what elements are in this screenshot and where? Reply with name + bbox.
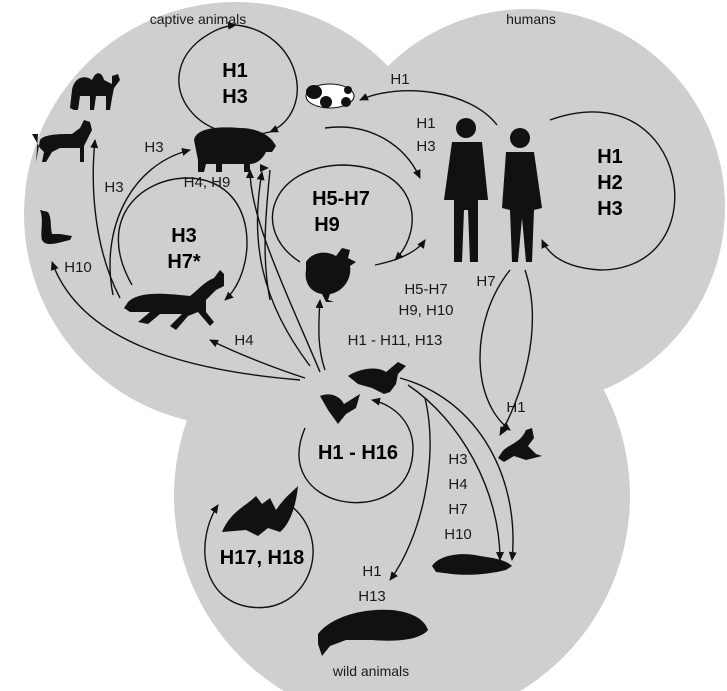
whale-icon bbox=[318, 609, 428, 656]
edge-label-whale-1: H1 bbox=[362, 563, 381, 580]
edge-label-seal-1: H3 bbox=[448, 451, 467, 468]
loop-human-line2: H2 bbox=[597, 172, 623, 194]
region-label-wild: wild animals bbox=[332, 663, 409, 679]
arrow-pig-to-humans bbox=[324, 126, 421, 179]
camel-icon bbox=[70, 73, 120, 110]
ferret-icon bbox=[40, 210, 72, 245]
edge-label-pig-humans-2: H3 bbox=[416, 138, 435, 155]
edge-label-pig-horse: H4, H9 bbox=[184, 174, 231, 191]
arrow-birds-to-pig-2 bbox=[256, 171, 311, 367]
edge-label-ferret: H10 bbox=[64, 259, 92, 276]
seal-icon bbox=[432, 554, 512, 575]
loop-pig-line2: H3 bbox=[222, 86, 248, 108]
loop-bird bbox=[298, 397, 414, 504]
duck-icon bbox=[348, 362, 406, 394]
arrow-to-ferret bbox=[50, 261, 301, 381]
arrow-chicken-to-humans bbox=[374, 239, 426, 266]
loop-bat-label: H17, H18 bbox=[220, 547, 305, 569]
arrow-to-sealion bbox=[499, 269, 533, 436]
edge-label-humans-sealion: H7 bbox=[476, 273, 495, 290]
edge-label-seal-4: H10 bbox=[444, 526, 472, 543]
venn-circles bbox=[24, 2, 725, 691]
loop-bat bbox=[204, 504, 314, 609]
loop-horse-line1: H3 bbox=[171, 225, 197, 247]
loop-pig-line1: H1 bbox=[222, 60, 248, 82]
loop-human-line1: H1 bbox=[597, 146, 623, 168]
loop-chicken-line1: H5-H7 bbox=[312, 188, 370, 210]
loop-human-line3: H3 bbox=[597, 198, 623, 220]
edge-label-chicken-humans-2: H9, H10 bbox=[398, 302, 453, 319]
sealion-icon bbox=[498, 428, 542, 462]
arrow-humans-to-panda bbox=[359, 90, 498, 126]
loop-human bbox=[541, 111, 676, 271]
arrow-birds-to-whale bbox=[389, 397, 431, 581]
edge-label-humans-panda: H1 bbox=[390, 71, 409, 88]
edge-label-horse-pig: H3 bbox=[144, 139, 163, 156]
edge-label-sealion: H1 bbox=[506, 399, 525, 416]
loop-chicken-line2: H9 bbox=[314, 214, 340, 236]
region-label-captive: captive animals bbox=[150, 11, 247, 27]
dog-icon bbox=[32, 120, 92, 162]
edge-label-seal-3: H7 bbox=[448, 501, 467, 518]
bird-icon bbox=[320, 394, 360, 424]
pig-icon bbox=[194, 127, 276, 172]
arrow-birds-to-seal-2 bbox=[399, 377, 517, 561]
arrow-humans-to-sealion bbox=[479, 269, 511, 431]
arrow-birds-to-seal bbox=[407, 384, 504, 561]
arrow-birds-to-horse bbox=[209, 339, 306, 379]
edge-label-horse-dog: H3 bbox=[104, 179, 123, 196]
panda-icon bbox=[305, 83, 355, 109]
arrow-birds-to-pig bbox=[246, 169, 321, 373]
loop-pig bbox=[235, 24, 298, 133]
arrow-horse-to-pig bbox=[109, 148, 191, 296]
region-label-humans: humans bbox=[506, 11, 556, 27]
edge-label-whale-2: H13 bbox=[358, 588, 386, 605]
loop-horse bbox=[117, 177, 248, 301]
wild-circle bbox=[174, 268, 630, 691]
horse-icon bbox=[124, 270, 224, 330]
loop-horse-line2: H7* bbox=[167, 251, 201, 273]
loop-chicken bbox=[271, 164, 413, 263]
humans-icon bbox=[444, 118, 542, 262]
arrow-horse-to-dog bbox=[90, 139, 121, 299]
edge-label-pig-humans-1: H1 bbox=[416, 115, 435, 132]
edge-label-chicken-humans-1: H5-H7 bbox=[404, 281, 447, 298]
loop-bird-label: H1 - H16 bbox=[318, 442, 398, 464]
arrow-birds-to-chicken bbox=[315, 299, 326, 371]
edge-label-birds-chicken: H1 - H11, H13 bbox=[348, 332, 443, 349]
edge-label-birds-horse: H4 bbox=[234, 332, 253, 349]
chicken-icon bbox=[305, 248, 356, 302]
bat-icon bbox=[222, 486, 298, 536]
edge-label-seal-2: H4 bbox=[448, 476, 467, 493]
